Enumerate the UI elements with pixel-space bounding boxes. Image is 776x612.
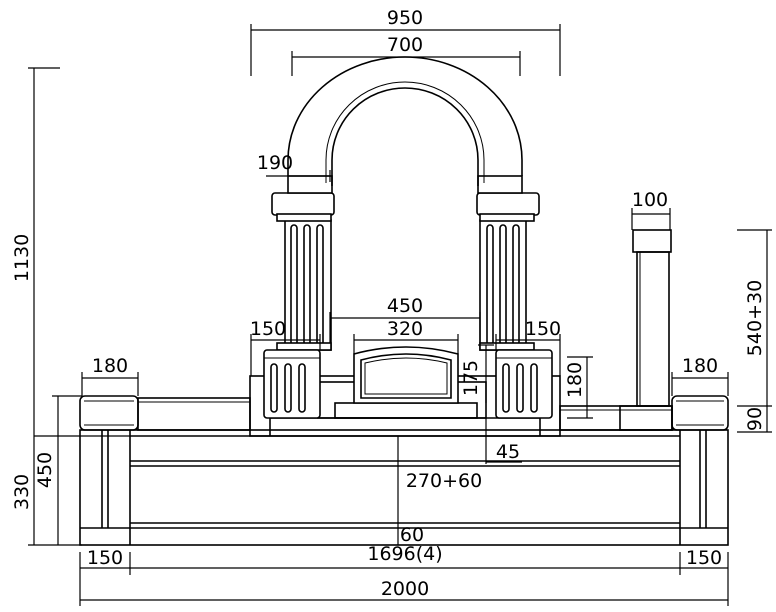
dim-bottom-right: 150 bbox=[686, 547, 722, 569]
dim-step-offset: 45 bbox=[496, 441, 520, 463]
dim-top-outer-width: 950 bbox=[387, 7, 423, 29]
dim-outer-post-left: 180 bbox=[92, 355, 128, 377]
structure bbox=[79, 56, 729, 546]
dim-top-inner-width: 700 bbox=[387, 34, 423, 56]
left-outer-post bbox=[79, 395, 139, 431]
dim-outer-post-right: 180 bbox=[682, 355, 718, 377]
right-column bbox=[476, 175, 553, 419]
dim-post-right-width: 150 bbox=[525, 318, 561, 340]
dim-tablet-width: 320 bbox=[387, 318, 423, 340]
dim-inner-frame-width: 450 bbox=[387, 295, 423, 317]
center-tablet bbox=[353, 346, 459, 404]
dimension-labels: 950 700 190 100 450 320 150 150 175 180 … bbox=[11, 7, 766, 600]
dim-stele-width: 100 bbox=[632, 189, 668, 211]
dim-inner-span: 1696(4) bbox=[367, 543, 442, 565]
dim-base-height-b: 450 bbox=[34, 452, 56, 488]
dim-total-height: 1130 bbox=[11, 234, 33, 282]
left-column bbox=[263, 175, 335, 419]
dim-side-post-height: 180 bbox=[564, 362, 586, 398]
dim-overall-width: 2000 bbox=[381, 578, 429, 600]
dim-stele-base: 90 bbox=[744, 407, 766, 431]
dim-base-height-a: 330 bbox=[11, 474, 33, 510]
dim-tablet-height: 175 bbox=[460, 360, 482, 396]
dim-post-left-width: 150 bbox=[250, 318, 286, 340]
dim-bottom-left: 150 bbox=[87, 547, 123, 569]
stele bbox=[619, 229, 673, 431]
right-outer-post bbox=[671, 395, 729, 431]
dim-center-small: 60 bbox=[400, 524, 424, 546]
dim-center-depth: 270+60 bbox=[406, 470, 482, 492]
dim-arch-column-width: 190 bbox=[257, 152, 293, 174]
arch bbox=[287, 56, 523, 186]
dim-stele-height: 540+30 bbox=[744, 280, 766, 356]
base-platform bbox=[79, 429, 729, 546]
dimension-lines bbox=[28, 24, 772, 606]
